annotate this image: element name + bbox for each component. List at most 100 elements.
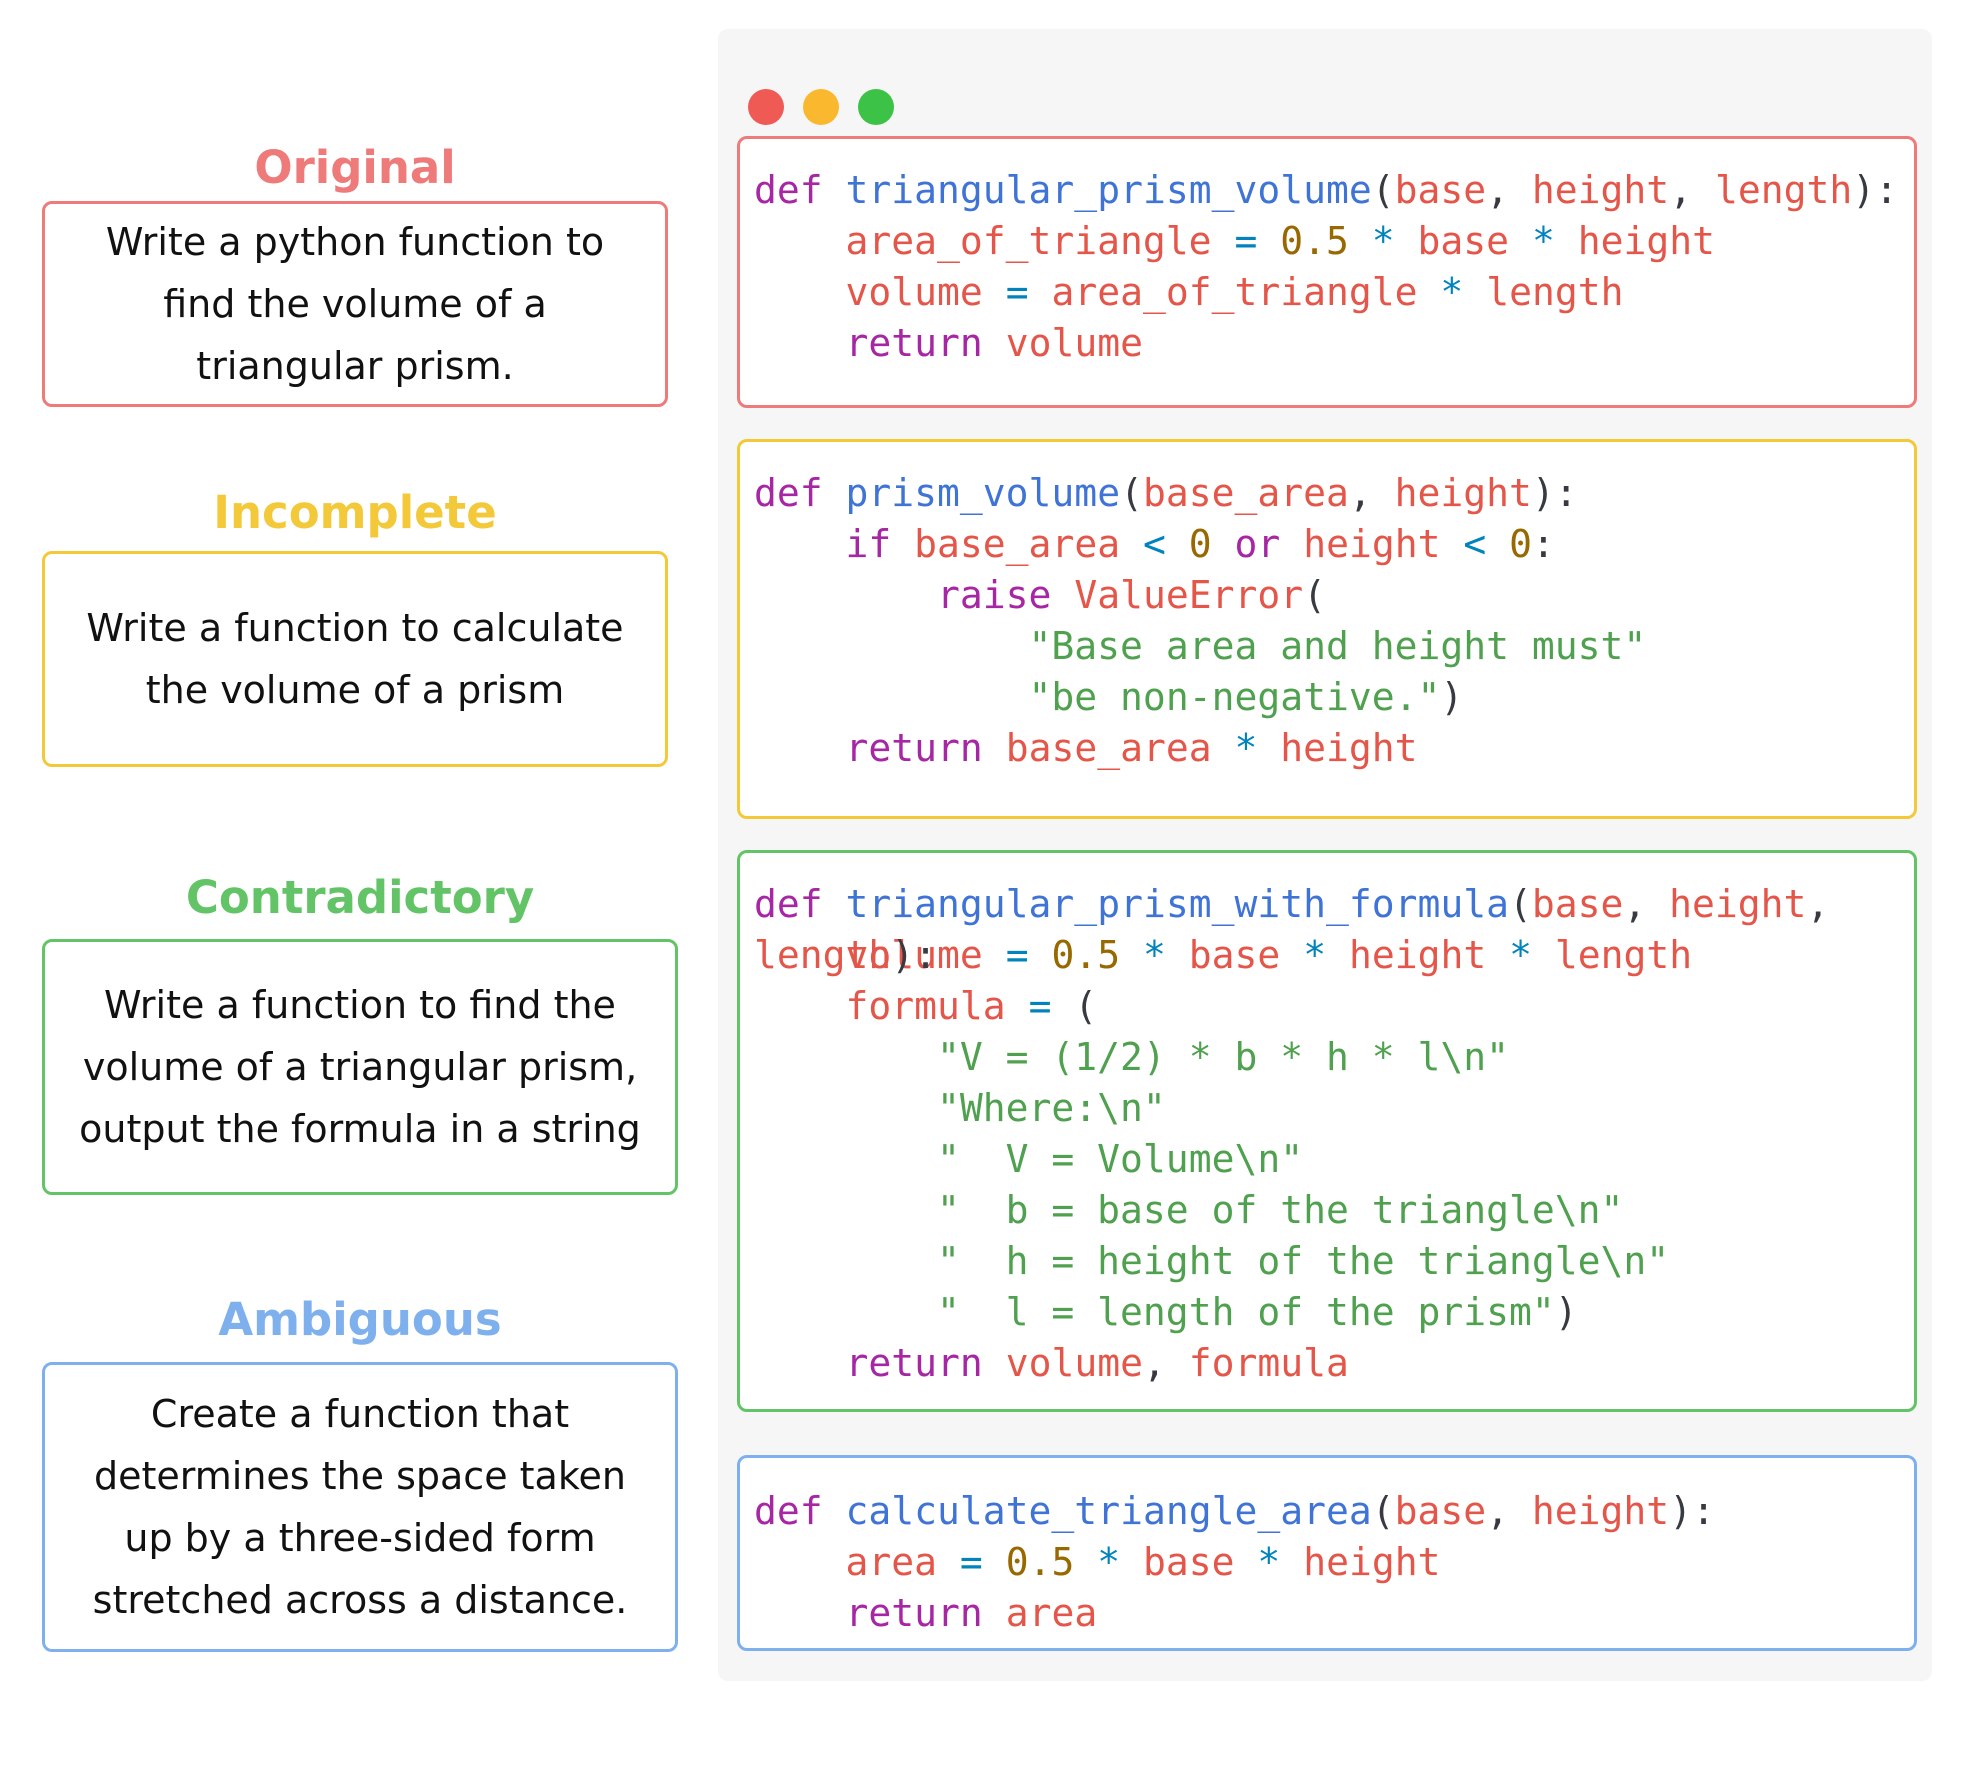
punctuation-token: (	[1120, 471, 1143, 515]
keyword-token: return	[845, 321, 983, 365]
operator-token: =	[1005, 933, 1029, 977]
punctuation-token: (	[1371, 1489, 1395, 1533]
punctuation-token	[1120, 1540, 1143, 1584]
operator-token: *	[1303, 933, 1327, 977]
number-token: 0.5	[1005, 1540, 1075, 1584]
punctuation-token	[1349, 219, 1372, 263]
punctuation-token	[823, 882, 846, 926]
punctuation-token	[1212, 522, 1235, 566]
punctuation-token	[754, 1035, 937, 1079]
label-original: Original	[254, 141, 456, 194]
keyword-token: def	[754, 1489, 823, 1533]
operator-token: =	[959, 1540, 983, 1584]
identifier-token: base_area	[1005, 726, 1212, 770]
string-token: "Base area and height must"	[1028, 624, 1647, 668]
punctuation-token	[1120, 522, 1143, 566]
punctuation-token	[754, 1591, 846, 1635]
identifier-token: base_area	[914, 522, 1121, 566]
punctuation-token	[754, 573, 937, 617]
code-contradictory-wrap-overlay: length):	[754, 930, 937, 981]
punctuation-token	[1280, 1540, 1303, 1584]
punctuation-token	[754, 624, 1029, 668]
punctuation-token	[754, 1239, 937, 1283]
string-token: "Where:\n"	[937, 1086, 1166, 1130]
punctuation-token	[1051, 573, 1074, 617]
identifier-token: volume	[845, 270, 983, 314]
identifier-token: volume	[1005, 1341, 1143, 1385]
code-box-original: def triangular_prism_volume(base, height…	[737, 136, 1917, 408]
punctuation-token: ,	[1806, 882, 1830, 926]
operator-token: <	[1142, 522, 1166, 566]
identifier-token: height	[1669, 882, 1807, 926]
keyword-token: def	[754, 882, 823, 926]
punctuation-token: (	[1051, 984, 1098, 1028]
prompt-box-original: Write a python function to find the volu…	[42, 201, 668, 407]
code-box-incomplete: def prism_volume(base_area, height): if …	[737, 439, 1917, 819]
label-contradictory: Contradictory	[185, 871, 535, 924]
identifier-token: height	[1303, 1540, 1441, 1584]
string-token: " b = base of the triangle\n"	[937, 1188, 1624, 1232]
punctuation-token	[754, 1341, 846, 1385]
identifier-token: height	[1348, 933, 1487, 977]
punctuation-token	[1120, 933, 1143, 977]
identifier-token: height	[1531, 168, 1670, 212]
punctuation-token: (	[1303, 573, 1326, 617]
code-box-ambiguous: def calculate_triangle_area(base, height…	[737, 1455, 1917, 1651]
punctuation-token	[937, 1540, 960, 1584]
punctuation-token	[754, 1290, 937, 1334]
identifier-token: length	[1714, 168, 1853, 212]
punctuation-token	[983, 321, 1006, 365]
identifier-token: ValueError	[1074, 573, 1304, 617]
punctuation-token	[823, 471, 846, 515]
operator-token: *	[1143, 933, 1166, 977]
punctuation-token	[754, 522, 846, 566]
operator-token: *	[1371, 219, 1395, 263]
function-name-token: prism_volume	[845, 471, 1121, 515]
punctuation-token	[1440, 522, 1463, 566]
identifier-token: area_of_triangle	[1051, 270, 1418, 314]
identifier-token: volume	[845, 933, 983, 977]
identifier-token: height	[1531, 1489, 1670, 1533]
punctuation-token	[1212, 726, 1235, 770]
keyword-token: def	[754, 168, 823, 212]
punctuation-token	[754, 1540, 846, 1584]
punctuation-token	[1074, 1540, 1097, 1584]
punctuation-token	[1235, 1540, 1258, 1584]
punctuation-token: ,	[1142, 1341, 1189, 1385]
number-token: 0.5	[1051, 933, 1121, 977]
maximize-dot-icon	[858, 89, 894, 125]
operator-token: *	[1257, 1540, 1281, 1584]
punctuation-token	[1257, 219, 1280, 263]
punctuation-token	[1280, 933, 1303, 977]
keyword-token: return	[845, 726, 983, 770]
operator-token: *	[1097, 1540, 1121, 1584]
punctuation-token: ):	[1852, 168, 1898, 212]
identifier-token: formula	[845, 984, 1006, 1028]
punctuation-token	[754, 1188, 937, 1232]
identifier-token: base	[1531, 882, 1624, 926]
identifier-token: height	[1577, 219, 1716, 263]
keyword-token: return	[845, 1341, 983, 1385]
punctuation-token	[891, 522, 914, 566]
punctuation-token	[983, 1540, 1006, 1584]
code-ambiguous: def calculate_triangle_area(base, height…	[754, 1486, 1715, 1639]
string-token: " h = height of the triangle\n"	[937, 1239, 1670, 1283]
punctuation-token	[1006, 984, 1029, 1028]
number-token: 0.5	[1280, 219, 1349, 263]
punctuation-token	[754, 726, 846, 770]
punctuation-token	[1166, 522, 1189, 566]
punctuation-token: (	[1371, 168, 1395, 212]
punctuation-token	[1486, 933, 1509, 977]
punctuation-token: ,	[1623, 882, 1670, 926]
code-incomplete: def prism_volume(base_area, height): if …	[754, 468, 1646, 774]
identifier-token: base	[1188, 933, 1281, 977]
punctuation-token	[983, 270, 1006, 314]
punctuation-token	[983, 1341, 1006, 1385]
string-token: "V = (1/2) * b * h * l\n"	[937, 1035, 1509, 1079]
operator-token: *	[1234, 726, 1258, 770]
punctuation-token	[754, 1137, 937, 1181]
identifier-token: area	[1005, 1591, 1098, 1635]
punctuation-token	[1555, 219, 1578, 263]
function-name-token: triangular_prism_volume	[845, 168, 1372, 212]
punctuation-token	[1029, 270, 1052, 314]
